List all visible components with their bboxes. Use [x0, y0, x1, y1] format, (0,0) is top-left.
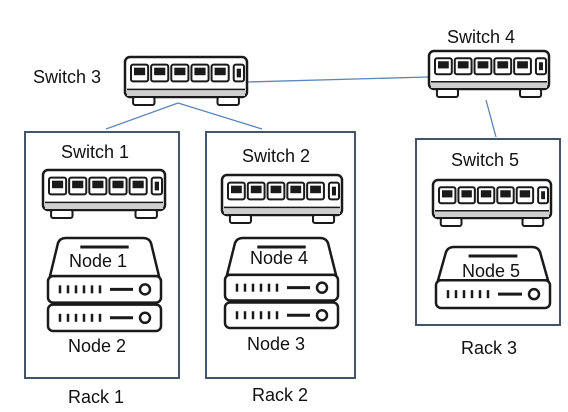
node-3-label: Node 3	[247, 334, 306, 354]
network-switch-icon	[431, 178, 553, 228]
rack-1-box	[24, 131, 180, 379]
node-5-label: Node 5	[462, 261, 521, 281]
switch-4-label: Switch 4	[447, 27, 516, 47]
rack-1-label: Rack 1	[68, 387, 125, 407]
node-1-label: Node 1	[69, 251, 128, 271]
rack-3-label: Rack 3	[461, 338, 518, 358]
link-switch3-switch2	[177, 102, 263, 130]
network-switch-icon	[123, 55, 249, 107]
network-switch-icon	[41, 168, 167, 220]
network-switch-icon	[427, 49, 551, 99]
link-switch3-switch1	[105, 102, 179, 130]
switch-2-label: Switch 2	[242, 146, 311, 166]
server-unit-icon	[221, 235, 342, 330]
switch-1-label: Switch 1	[61, 142, 130, 162]
server-unit-icon	[432, 244, 554, 310]
rack-3-box	[415, 138, 561, 326]
link-switch4-switch5	[485, 99, 497, 138]
switch-5-label: Switch 5	[451, 150, 520, 170]
link-switch3-switch4	[247, 76, 429, 83]
node-4-label: Node 4	[250, 248, 309, 268]
rack-2-label: Rack 2	[252, 385, 309, 405]
server-unit-icon	[44, 235, 165, 333]
network-switch-icon	[220, 173, 344, 225]
node-2-label: Node 2	[68, 336, 127, 356]
switch-3-label: Switch 3	[33, 67, 102, 87]
rack-2-box	[205, 131, 356, 379]
